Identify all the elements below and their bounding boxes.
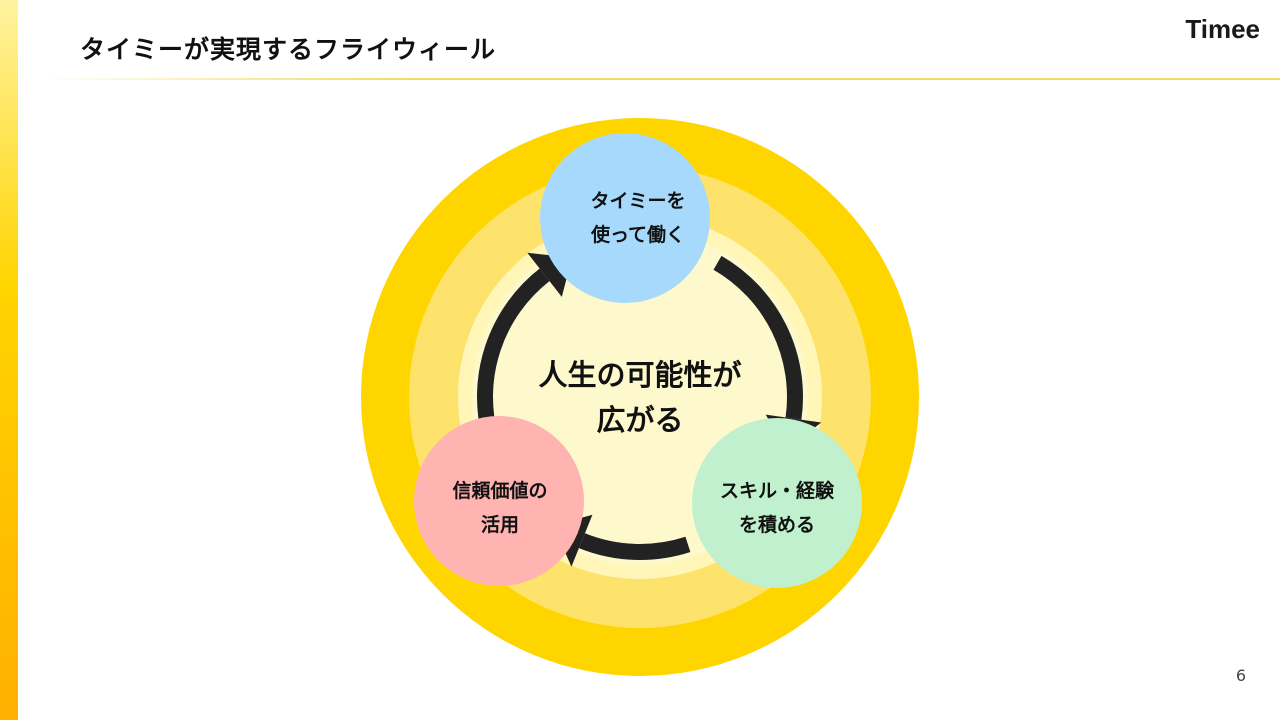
node-circle-skill (692, 418, 862, 588)
accent-bar (0, 0, 18, 720)
node-circle-work (540, 133, 710, 303)
node-label-work: タイミーを 使って働く (590, 184, 685, 252)
node-label-line: 活用 (480, 514, 520, 536)
arrow-arc (578, 533, 691, 560)
node-circle-trust (414, 416, 584, 586)
node-label-line: タイミーを (590, 190, 686, 212)
cycle-arrows (477, 252, 822, 567)
center-label-line: 人生の可能性が (538, 358, 742, 392)
node-label-line: を積める (738, 514, 816, 536)
node-label-skill: スキル・経験 を積める (720, 474, 834, 542)
arrow-arc (477, 268, 550, 440)
node-label-line: 使って働く (590, 224, 686, 246)
title-divider (40, 78, 1280, 80)
node-label-line: 信頼価値の (452, 480, 548, 502)
page-number: 6 (1235, 666, 1246, 685)
node-label-line: スキル・経験 (719, 480, 835, 502)
arrow-arc (713, 255, 803, 420)
timee-logo: Timee (1185, 14, 1260, 44)
center-label-line: 広がる (596, 403, 684, 437)
node-label-trust: 信頼価値の 活用 (452, 474, 547, 542)
slide-title: タイミーが実現するフライウィール (80, 35, 497, 64)
center-label: 人生の可能性が 広がる (538, 353, 741, 443)
